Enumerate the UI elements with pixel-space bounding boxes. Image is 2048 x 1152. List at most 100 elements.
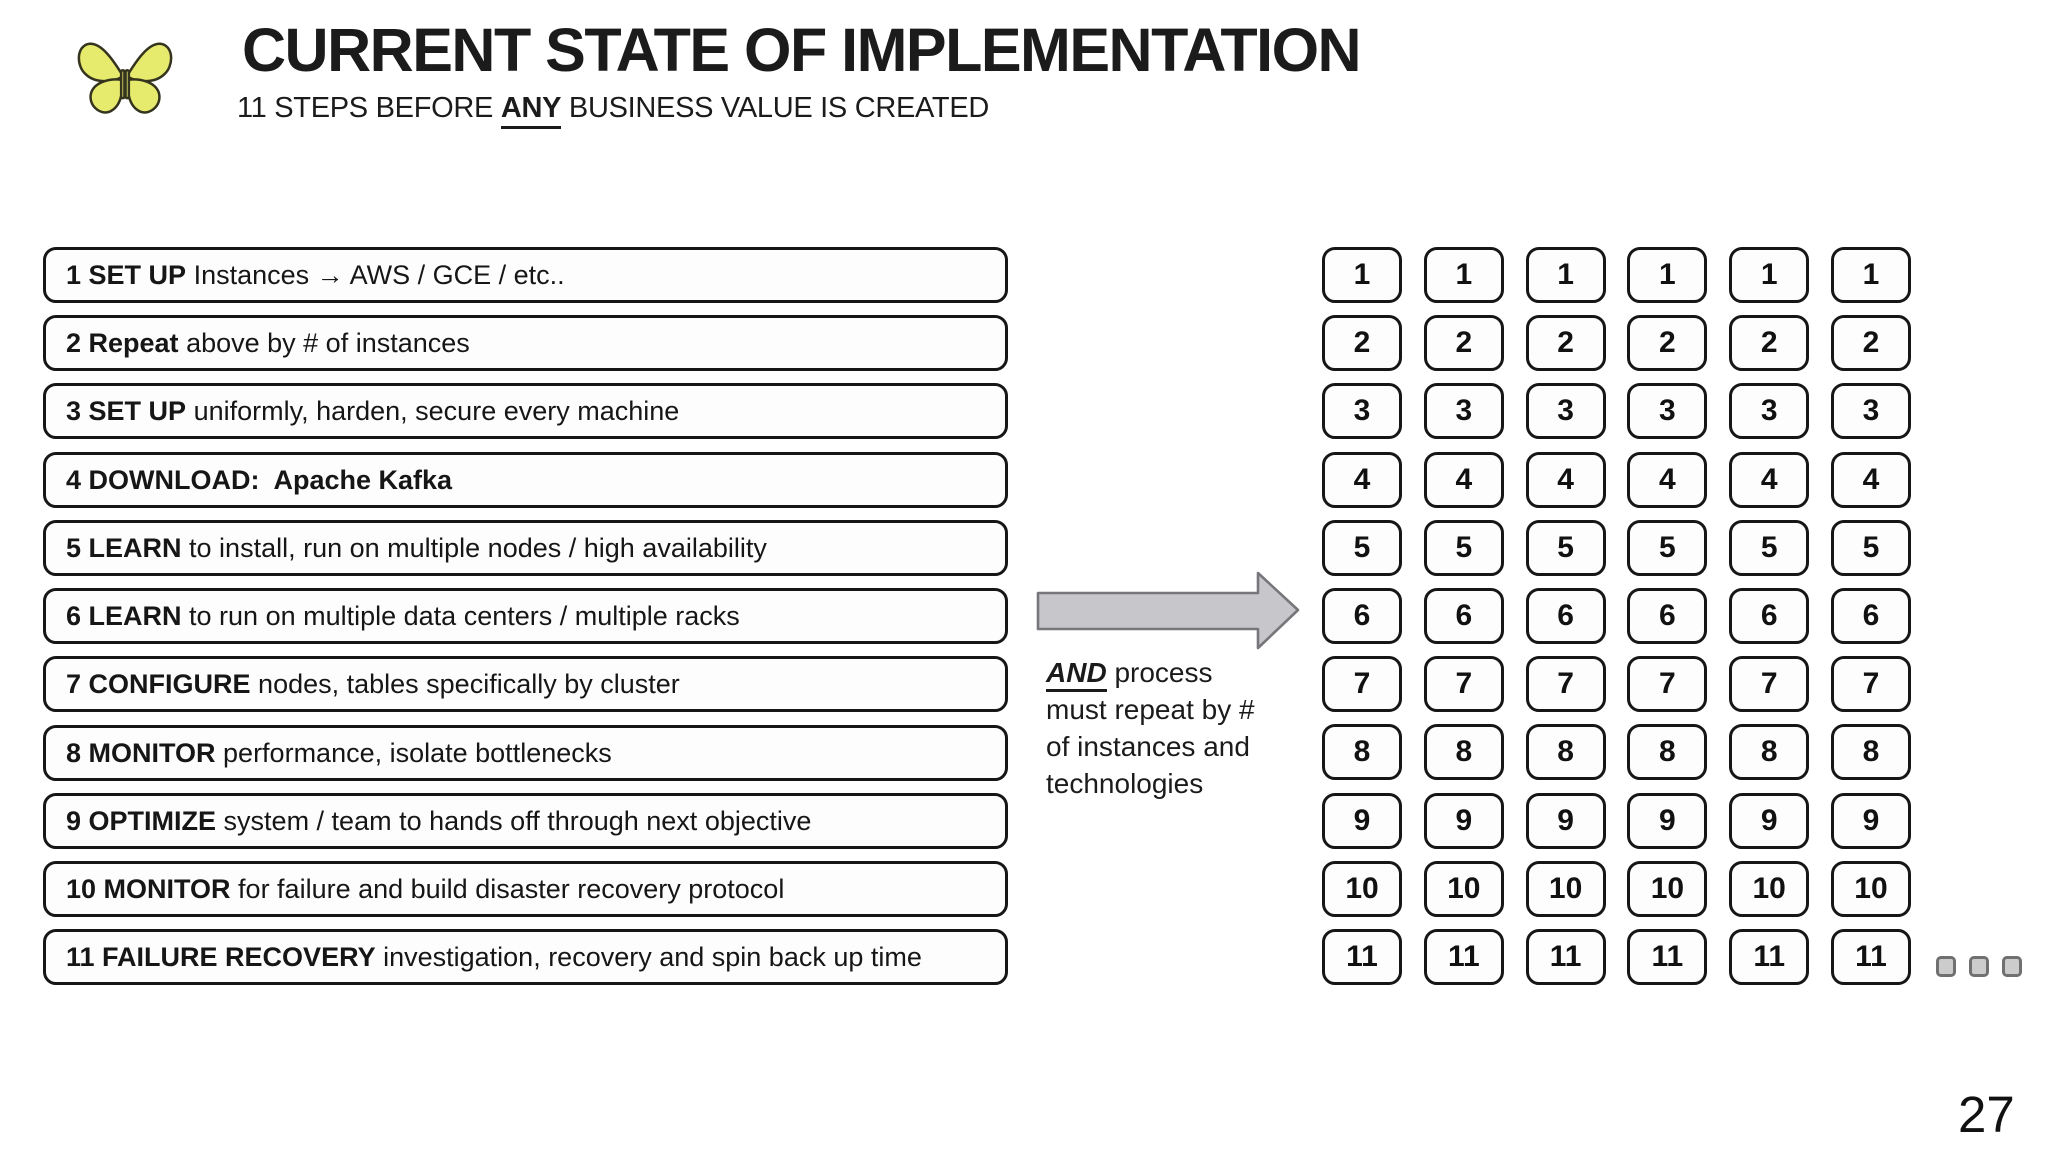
grid-cell: 2 [1322,315,1402,372]
ellipsis-dot [2002,956,2022,977]
grid-cell: 10 [1729,860,1810,917]
grid-cell: 6 [1627,587,1708,644]
grid-cell: 9 [1627,792,1708,849]
more-columns-indicator [1936,956,2022,977]
ellipsis-dot [1936,956,1956,977]
step-keyword: 2 Repeat [66,327,179,358]
step-description: Instances → AWS / GCE / etc.. [186,259,565,290]
grid-cell: 1 [1322,247,1402,303]
grid-cell: 11 [1830,928,1911,985]
grid-cell: 5 [1322,519,1402,576]
grid-cell: 4 [1729,451,1810,508]
grid-cell: 6 [1830,587,1911,644]
step-item-1: 1 SET UP Instances → AWS / GCE / etc.. [43,247,1008,303]
step-keyword: 3 SET UP [66,395,187,426]
grid-cell: 3 [1627,383,1708,440]
grid-cell: 11 [1525,928,1606,985]
grid-cell: 2 [1423,315,1504,372]
grid-cell: 4 [1525,451,1606,508]
grid-cell: 4 [1322,451,1402,508]
page-subtitle: 11 STEPS BEFORE ANY BUSINESS VALUE IS CR… [237,92,990,129]
step-item-9: 9 OPTIMIZE system / team to hands off th… [43,793,1008,849]
arrow-note-rest: must repeat by # of instances and techno… [1046,694,1255,799]
grid-cell: 4 [1627,451,1708,508]
grid-cell: 11 [1627,928,1708,985]
butterfly-logo-icon [77,42,173,114]
grid-cell: 11 [1423,928,1504,985]
grid-cell: 2 [1525,315,1606,372]
grid-cell: 11 [1729,928,1810,985]
step-description: to run on multiple data centers / multip… [181,600,740,631]
grid-cell: 10 [1627,860,1708,917]
step-description: uniformly, harden, secure every machine [186,395,680,426]
grid-cell: 1 [1423,247,1504,303]
grid-cell: 8 [1525,724,1606,781]
arrow-note-line1-rest: process [1106,657,1213,688]
grid-cell: 1 [1830,247,1911,303]
grid-cell: 7 [1423,656,1504,713]
grid-cell: 5 [1830,519,1911,576]
grid-cell: 2 [1627,315,1708,372]
arrow-note-emphasis: AND [1046,657,1107,692]
step-item-3: 3 SET UP uniformly, harden, secure every… [43,383,1008,439]
ellipsis-dot [1969,956,1989,977]
step-keyword: 1 SET UP [66,259,187,290]
grid-cell: 10 [1525,860,1606,917]
step-description: above by # of instances [178,327,470,358]
grid-cell: 5 [1423,519,1504,576]
grid-cell: 7 [1830,656,1911,713]
step-item-10: 10 MONITOR for failure and build disaste… [43,861,1008,917]
step-item-4: 4 DOWNLOAD: Apache Kafka [43,452,1008,508]
grid-cell: 5 [1525,519,1606,576]
page-title: CURRENT STATE OF IMPLEMENTATION [242,16,1362,84]
grid-cell: 10 [1423,860,1504,917]
step-description: for failure and build disaster recovery … [230,873,785,904]
arrow-note-line1: AND process [1046,654,1306,692]
step-item-11: 11 FAILURE RECOVERY investigation, recov… [43,929,1008,985]
grid-cell: 4 [1423,451,1504,508]
grid-cell: 2 [1729,315,1810,372]
grid-cell: 7 [1322,656,1402,713]
grid-cell: 9 [1729,792,1810,849]
step-description: system / team to hands off through next … [216,805,812,836]
grid-cell: 3 [1729,383,1810,440]
subtitle-suffix: BUSINESS VALUE IS CREATED [561,92,990,124]
grid-cell: 4 [1830,451,1911,508]
step-item-5: 5 LEARN to install, run on multiple node… [43,520,1008,576]
step-keyword: 4 DOWNLOAD: Apache Kafka [66,464,453,495]
grid-cell: 5 [1627,519,1708,576]
grid-cell: 2 [1830,315,1911,372]
step-item-2: 2 Repeat above by # of instances [43,315,1008,371]
grid-cell: 9 [1322,792,1402,849]
grid-cell: 3 [1423,383,1504,440]
arrow-note: AND process must repeat by # of instance… [1046,654,1306,802]
step-keyword: 6 LEARN [66,600,182,631]
grid-cell: 7 [1525,656,1606,713]
grid-cell: 5 [1729,519,1810,576]
subtitle-emphasis: ANY [500,92,561,129]
grid-cell: 1 [1627,247,1708,303]
step-item-7: 7 CONFIGURE nodes, tables specifically b… [43,656,1008,712]
grid-cell: 3 [1322,383,1402,440]
grid-cell: 9 [1423,792,1504,849]
step-description: performance, isolate bottlenecks [215,737,612,768]
step-keyword: 5 LEARN [66,532,182,563]
page-number: 27 [1958,1086,2015,1143]
grid-cell: 8 [1627,724,1708,781]
grid-cell: 8 [1322,724,1402,781]
grid-cell: 11 [1322,928,1402,985]
step-description: investigation, recovery and spin back up… [375,941,922,972]
grid-cell: 9 [1830,792,1911,849]
step-keyword: 8 MONITOR [66,737,216,768]
grid-cell: 7 [1627,656,1708,713]
subtitle-prefix: 11 STEPS BEFORE [237,92,501,124]
step-description: nodes, tables specifically by cluster [250,668,680,699]
grid-cell: 10 [1830,860,1911,917]
grid-cell: 1 [1525,247,1606,303]
grid-cell: 8 [1423,724,1504,781]
step-keyword: 9 OPTIMIZE [66,805,217,836]
grid-cell: 8 [1729,724,1810,781]
grid-cell: 3 [1830,383,1911,440]
